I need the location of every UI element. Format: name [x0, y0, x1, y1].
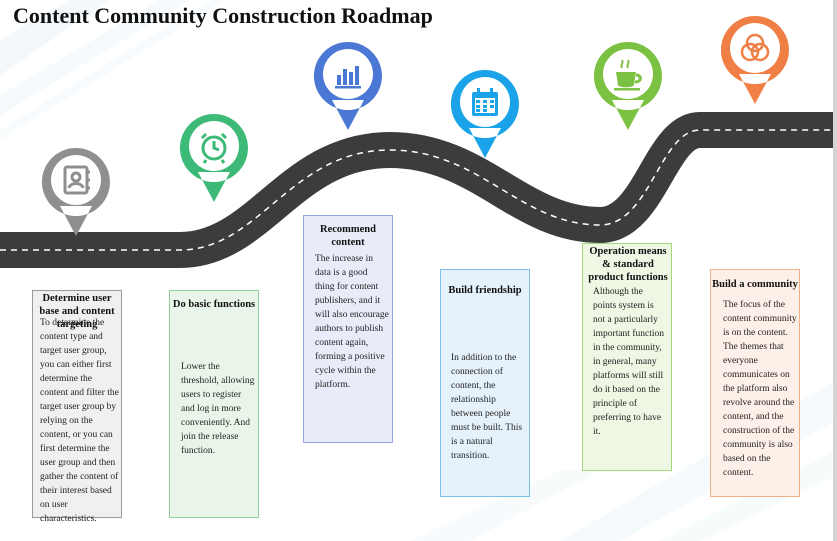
pin-3	[313, 42, 382, 130]
step-box-1	[32, 290, 122, 518]
road-center-line	[0, 129, 837, 251]
step-body-4: In addition to the connection of content…	[451, 353, 523, 461]
step-box-6	[710, 269, 800, 497]
step-body-6: The focus of the content community is on…	[723, 300, 797, 478]
right-edge-strip	[833, 0, 837, 541]
community-circles-icon	[740, 33, 770, 62]
page-title: Content Community Construction Roadmap	[13, 3, 433, 28]
step-body-2: Lower the threshold, allowing users to r…	[181, 362, 255, 456]
road	[0, 112, 837, 268]
bar-chart-icon	[335, 66, 361, 89]
step-body-5: Although the points system is not a part…	[593, 287, 664, 437]
pin-2	[179, 114, 248, 202]
step-title-6: Build a community	[712, 279, 798, 290]
address-book-icon	[63, 165, 90, 195]
step-title-3: Recommend content	[320, 224, 376, 248]
step-body-1: To determine the content type and target…	[40, 318, 119, 524]
step-box-3	[303, 215, 393, 443]
pin-5	[593, 42, 662, 130]
step-title-5: Operation means & standard product funct…	[588, 246, 668, 283]
step-title-2: Do basic functions	[172, 299, 256, 310]
pin-6	[720, 16, 789, 104]
pin-1	[41, 148, 110, 236]
step-title-1: Determine user base and content targetin…	[39, 293, 115, 330]
step-box-5	[582, 243, 672, 471]
step-title-4: Build friendship	[448, 285, 522, 296]
step-box-4	[440, 269, 530, 497]
pin-4	[450, 70, 519, 158]
coffee-cup-icon	[614, 59, 642, 91]
calendar-icon	[472, 88, 498, 116]
alarm-clock-icon	[200, 132, 228, 164]
step-box-2	[169, 290, 259, 518]
step-body-3: The increase in data is a good thing for…	[315, 254, 389, 390]
